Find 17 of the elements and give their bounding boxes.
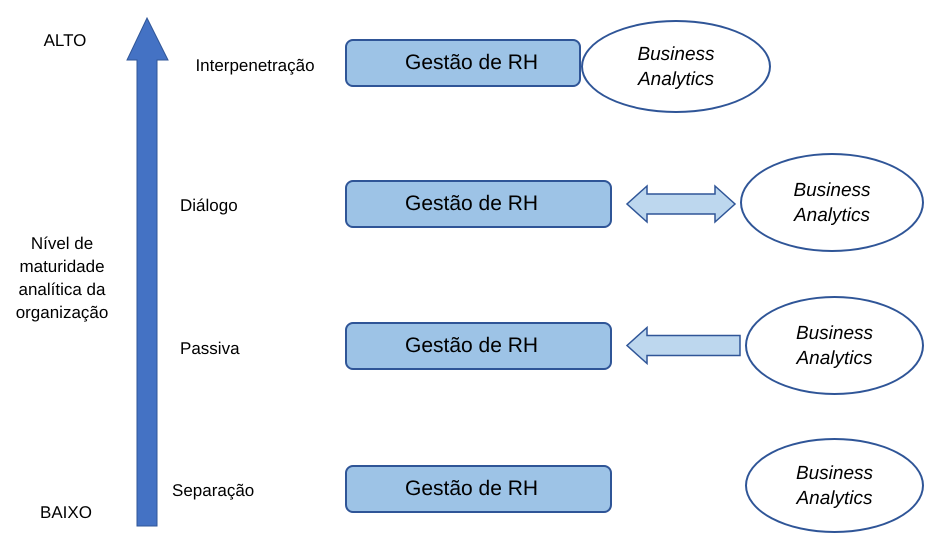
ellipse-node: Business Analytics	[740, 153, 924, 252]
block-arrow	[626, 326, 741, 366]
axis-label: Nível de maturidade analítica da organização	[14, 233, 110, 324]
scale-bottom-label: BAIXO	[40, 502, 90, 524]
level-label: Diálogo	[179, 195, 239, 217]
level-label: Interpenetração	[194, 55, 316, 77]
process-box: Gestão de RH	[345, 465, 612, 513]
scale-top-label: ALTO	[42, 30, 88, 52]
ellipse-node: Business Analytics	[745, 438, 924, 533]
process-box: Gestão de RH	[345, 322, 612, 370]
ellipse-node: Business Analytics	[745, 296, 924, 395]
ellipse-node: Business Analytics	[581, 20, 771, 113]
process-box: Gestão de RH	[345, 39, 581, 87]
block-arrow	[626, 184, 736, 224]
process-box: Gestão de RH	[345, 180, 612, 228]
level-label: Separação	[172, 480, 256, 502]
level-label: Passiva	[179, 338, 241, 360]
